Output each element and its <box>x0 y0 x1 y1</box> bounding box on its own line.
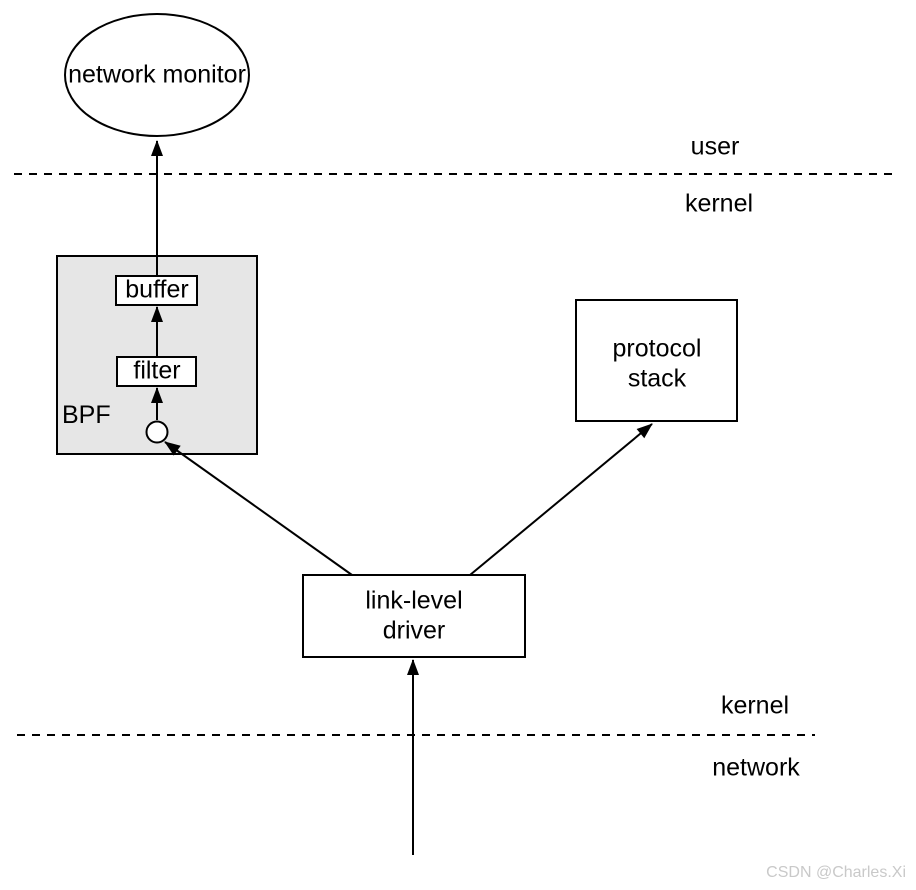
protocol-stack-box <box>575 299 738 422</box>
protocol-stack-label: protocol stack <box>612 334 702 393</box>
network-label: network <box>712 753 800 782</box>
link-level-driver-box <box>302 574 526 658</box>
bpf-label: BPF <box>62 401 111 429</box>
arrow-driver-to-protocol-stack <box>469 423 653 576</box>
network-monitor-label: network monitor <box>68 60 246 89</box>
network-monitor-ellipse <box>64 13 250 137</box>
filter-label: filter <box>133 356 181 385</box>
watermark: CSDN @Charles.Xi <box>766 864 906 881</box>
filter-box <box>116 356 197 387</box>
buffer-box <box>115 275 198 306</box>
buffer-label: buffer <box>125 275 189 304</box>
user-label: user <box>690 132 740 161</box>
kernel-label-top: kernel <box>684 189 754 218</box>
arrow-driver-to-bpf <box>164 441 353 576</box>
tap-point-circle <box>145 420 169 444</box>
link-level-driver-label: link-level driver <box>365 586 463 645</box>
kernel-label-bottom: kernel <box>720 691 790 720</box>
